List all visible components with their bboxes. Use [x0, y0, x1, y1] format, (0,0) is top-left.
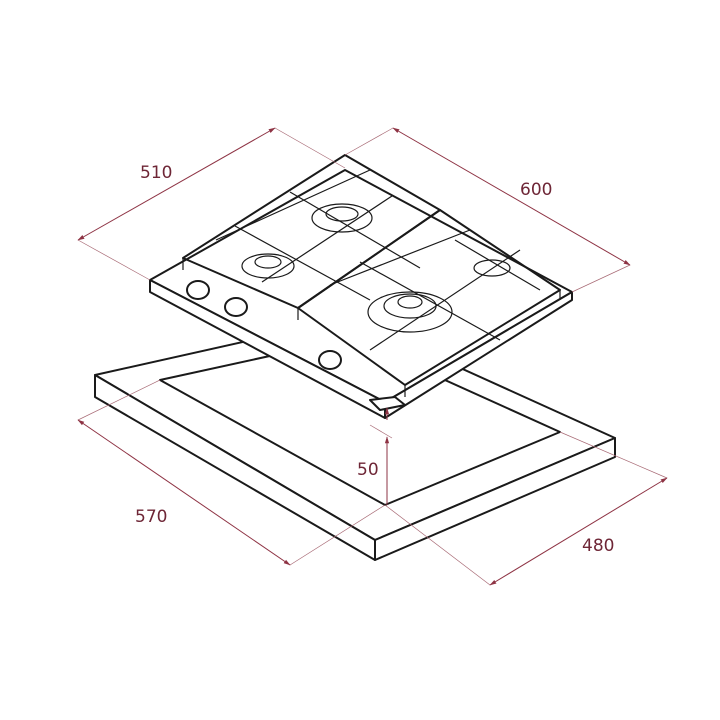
label-480: 480 — [582, 536, 615, 556]
label-600: 600 — [520, 180, 553, 200]
dim-600 — [392, 127, 631, 266]
control-knobs — [186, 280, 342, 370]
label-570: 570 — [135, 507, 168, 527]
burner-left — [241, 253, 295, 279]
dim-510 — [77, 127, 276, 241]
dimension-lines — [77, 127, 668, 586]
label-50: 50 — [357, 460, 379, 480]
burner-front-large — [367, 291, 453, 333]
dim-570 — [77, 419, 291, 566]
burner-back — [311, 203, 373, 233]
dim-480 — [489, 477, 668, 586]
label-510: 510 — [140, 163, 173, 183]
